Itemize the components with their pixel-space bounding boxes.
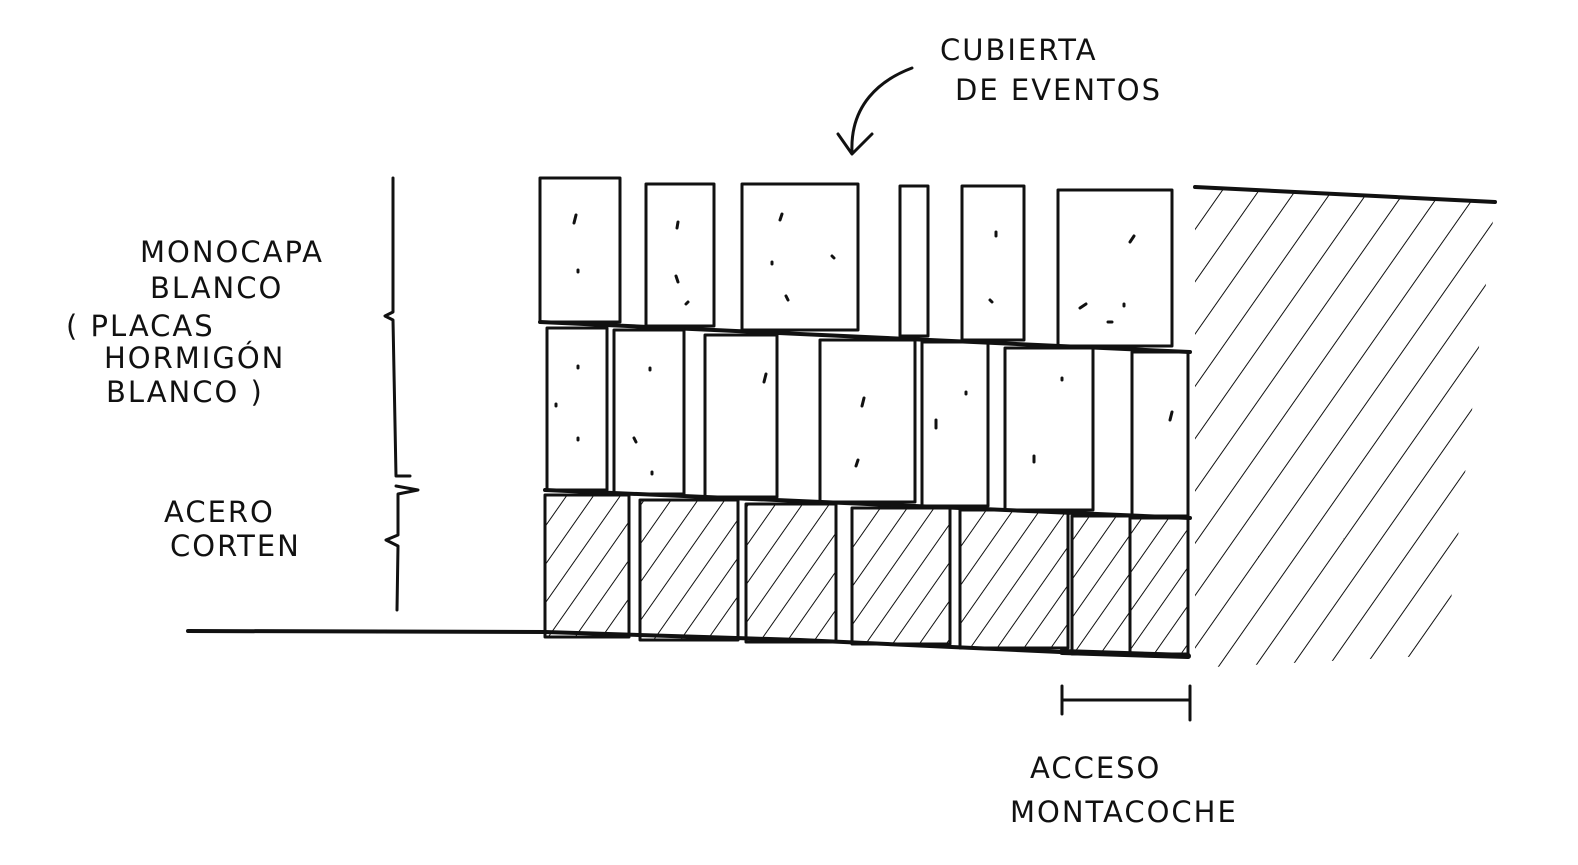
cubierta-arrow: [836, 66, 914, 156]
corten-panel: [638, 498, 740, 642]
label-placas-line3: BLANCO ): [106, 375, 264, 409]
concrete-panel: [818, 338, 917, 504]
concrete-panel: [898, 184, 930, 338]
concrete-panel: [612, 328, 686, 496]
corten-panel: [850, 506, 952, 646]
monocapa-upper-band: [538, 176, 1174, 348]
concrete-panel: [740, 182, 860, 332]
corten-panel: [744, 502, 838, 644]
label-monocapa-line1: MONOCAPA: [140, 235, 324, 269]
corten-band: [543, 493, 1191, 659]
concrete-panel: [1130, 350, 1190, 520]
concrete-panel: [1003, 346, 1095, 512]
monocapa-middle-band: [538, 320, 1192, 520]
concrete-panel: [538, 176, 622, 324]
existing-building-roof-line: [1193, 185, 1497, 204]
existing-building-hatch: [1195, 187, 1495, 668]
concrete-panel: [920, 340, 990, 508]
concrete-panel: [703, 333, 779, 499]
label-acero-line1: ACERO: [164, 495, 275, 529]
concrete-texture-marks: [554, 212, 1174, 476]
label-cubierta-line2: DE EVENTOS: [955, 73, 1162, 107]
lift-access-dimension: [1060, 684, 1192, 722]
concrete-panel: [1056, 188, 1174, 348]
existing-building: [1193, 185, 1497, 668]
label-acceso-line1: ACCESO: [1030, 751, 1161, 785]
corten-panel-lift-access: [1059, 514, 1191, 659]
corten-panel: [543, 493, 631, 639]
corten-panel: [958, 508, 1070, 650]
concrete-panel: [545, 326, 609, 492]
label-placas-line2: HORMIGÓN: [104, 341, 285, 375]
concrete-panel: [960, 184, 1026, 342]
label-acceso-line2: MONTACOCHE: [1010, 795, 1238, 829]
label-monocapa-line2: BLANCO: [150, 271, 283, 305]
label-placas-line1: ( PLACAS: [66, 309, 215, 343]
concrete-panel: [644, 182, 716, 328]
label-cubierta-line1: CUBIERTA: [940, 33, 1098, 67]
label-acero-line2: CORTEN: [170, 529, 301, 563]
height-dimension-line: [383, 176, 420, 612]
labels: CUBIERTA DE EVENTOS MONOCAPA BLANCO ( PL…: [66, 33, 1238, 829]
